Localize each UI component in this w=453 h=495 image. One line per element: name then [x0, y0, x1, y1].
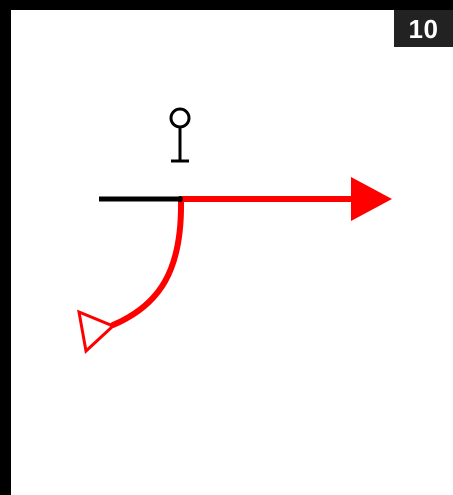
red-diverging-route: [77, 198, 185, 354]
red-arrowhead-icon: [351, 177, 392, 221]
frame-top-border: [0, 0, 453, 10]
junction-point: [177, 196, 183, 202]
panel-number-badge: 10: [394, 10, 453, 47]
red-straight-route: [180, 177, 392, 221]
signal-icon: [169, 107, 191, 163]
open-triangle-icon: [77, 309, 116, 354]
frame-left-border: [0, 0, 11, 495]
